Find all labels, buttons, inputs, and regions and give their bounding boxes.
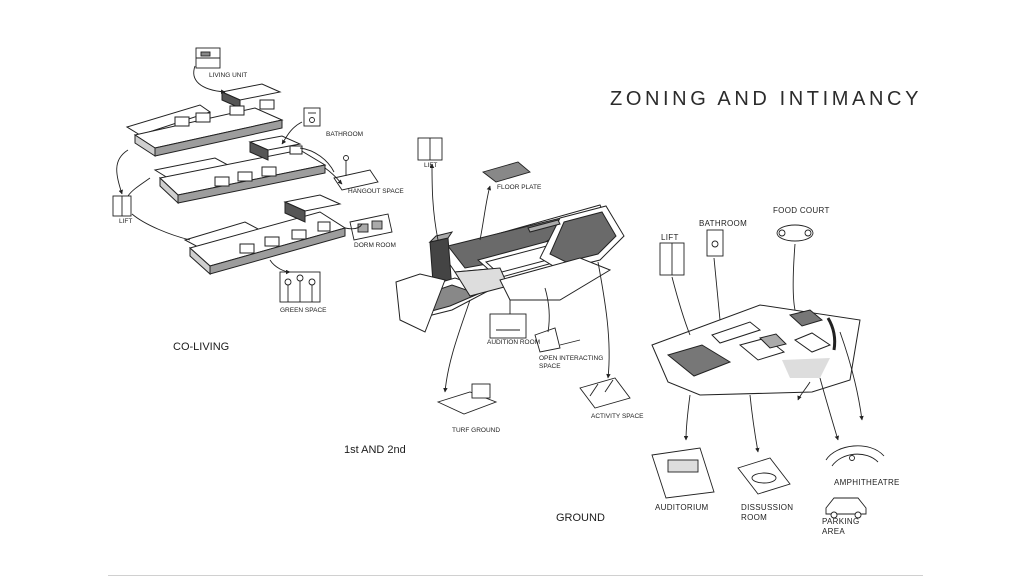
coliving-vignettes bbox=[112, 47, 393, 303]
label-dissussion-2: ROOM bbox=[741, 513, 768, 522]
audition-room-sketch bbox=[489, 313, 527, 339]
lift-sketch-ground bbox=[659, 242, 685, 276]
label-parking-1: PARKING bbox=[822, 517, 860, 526]
label-living-unit: LIVING UNIT bbox=[209, 72, 248, 79]
coliving-wings bbox=[125, 83, 347, 276]
label-green-space: GREEN SPACE bbox=[280, 307, 327, 314]
auditorium-sketch bbox=[651, 447, 715, 499]
green-space-sketch bbox=[279, 271, 321, 303]
bathroom-sketch-ground bbox=[706, 229, 724, 257]
label-parking-2: AREA bbox=[822, 527, 845, 536]
parking-car-sketch bbox=[825, 497, 867, 519]
label-amphitheatre: AMPHITHEATRE bbox=[834, 478, 900, 487]
label-lift-floor: LIFT bbox=[424, 162, 438, 169]
label-turf-ground: TURF GROUND bbox=[452, 427, 501, 434]
bathroom-sketch bbox=[303, 107, 321, 127]
food-court-sketch bbox=[776, 224, 814, 242]
label-audition-room: AUDITION ROOM bbox=[487, 339, 541, 346]
label-open-interacting-1: OPEN INTERACTING bbox=[539, 355, 604, 362]
ground-building bbox=[651, 304, 861, 396]
floor-building bbox=[395, 204, 625, 333]
hangout-space-sketch bbox=[333, 155, 379, 191]
bottom-divider bbox=[108, 575, 923, 576]
ground-vignettes bbox=[651, 224, 885, 519]
label-lift-ground: LIFT bbox=[661, 233, 679, 242]
section-label-coliving: CO-LIVING bbox=[173, 341, 230, 353]
ground-leaders bbox=[671, 243, 864, 453]
section-label-ground: GROUND bbox=[556, 512, 605, 524]
label-lift-coliving: LIFT bbox=[119, 218, 133, 225]
label-activity-space: ACTIVITY SPACE bbox=[591, 413, 644, 420]
lift-sketch-coliving bbox=[112, 195, 132, 217]
open-interacting-sketch bbox=[534, 327, 581, 353]
coliving-leaders bbox=[116, 65, 363, 275]
floor-vignettes bbox=[417, 137, 631, 415]
turf-ground-sketch bbox=[436, 383, 498, 415]
label-open-interacting-2: SPACE bbox=[539, 363, 561, 370]
floor-plate-sketch bbox=[482, 161, 531, 183]
section-label-first-second: 1st AND 2nd bbox=[344, 444, 406, 456]
activity-space-sketch bbox=[579, 377, 631, 409]
amphitheatre-sketch bbox=[825, 445, 885, 467]
lift-sketch-floor bbox=[417, 137, 443, 161]
label-auditorium: AUDITORIUM bbox=[655, 503, 709, 512]
floor-leaders bbox=[429, 163, 611, 393]
dorm-room-sketch bbox=[349, 213, 393, 241]
page-title: ZONING AND INTIMANCY bbox=[610, 88, 923, 110]
label-bathroom-coliving: BATHROOM bbox=[326, 131, 364, 138]
label-dissussion-1: DISSUSSION bbox=[741, 503, 794, 512]
label-floor-plate: FLOOR PLATE bbox=[497, 184, 542, 191]
label-dorm-room: DORM ROOM bbox=[354, 242, 396, 249]
coliving-wing-middle bbox=[153, 135, 327, 205]
dissussion-room-sketch bbox=[737, 457, 791, 495]
label-bathroom-ground: BATHROOM bbox=[699, 219, 748, 228]
coliving-wing-bottom bbox=[183, 194, 347, 276]
living-unit-sketch bbox=[195, 47, 221, 69]
label-hangout-space: HANGOUT SPACE bbox=[348, 188, 404, 195]
label-food-court: FOOD COURT bbox=[773, 206, 830, 215]
coliving-wing-top bbox=[125, 83, 284, 157]
